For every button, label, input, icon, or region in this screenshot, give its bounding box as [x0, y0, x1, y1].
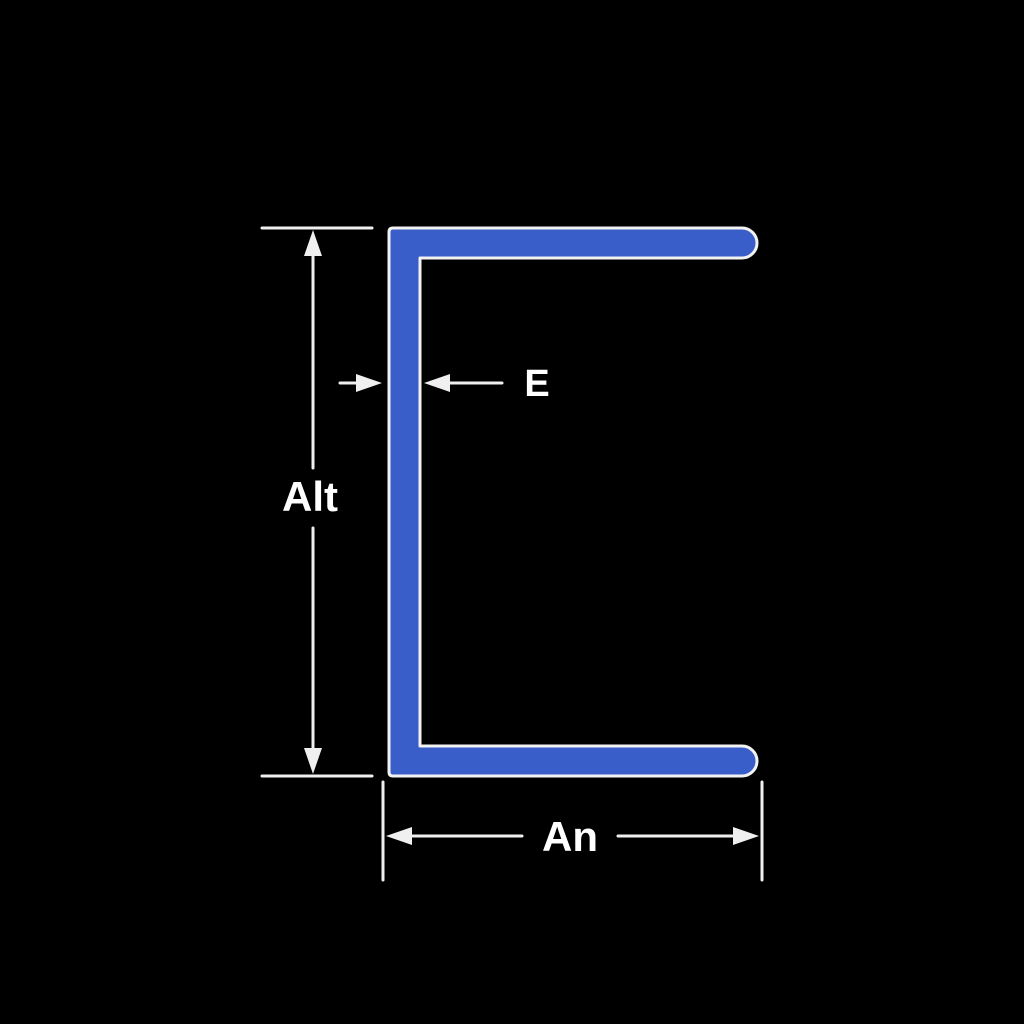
- height-dimension: Alt: [260, 226, 374, 778]
- height-arrowhead-down-icon: [304, 748, 322, 774]
- thickness-dimension: E: [338, 363, 550, 405]
- thickness-arrowhead-left-icon: [424, 374, 450, 392]
- thickness-label: E: [524, 363, 549, 405]
- height-arrowhead-up-icon: [304, 230, 322, 256]
- width-label: An: [542, 813, 598, 860]
- height-label: Alt: [282, 473, 338, 520]
- width-dimension: An: [381, 780, 764, 882]
- width-arrowhead-left-icon: [386, 827, 412, 845]
- channel-profile-shape: [387, 226, 759, 778]
- thickness-arrowhead-right-icon: [356, 374, 382, 392]
- width-arrowhead-right-icon: [733, 827, 759, 845]
